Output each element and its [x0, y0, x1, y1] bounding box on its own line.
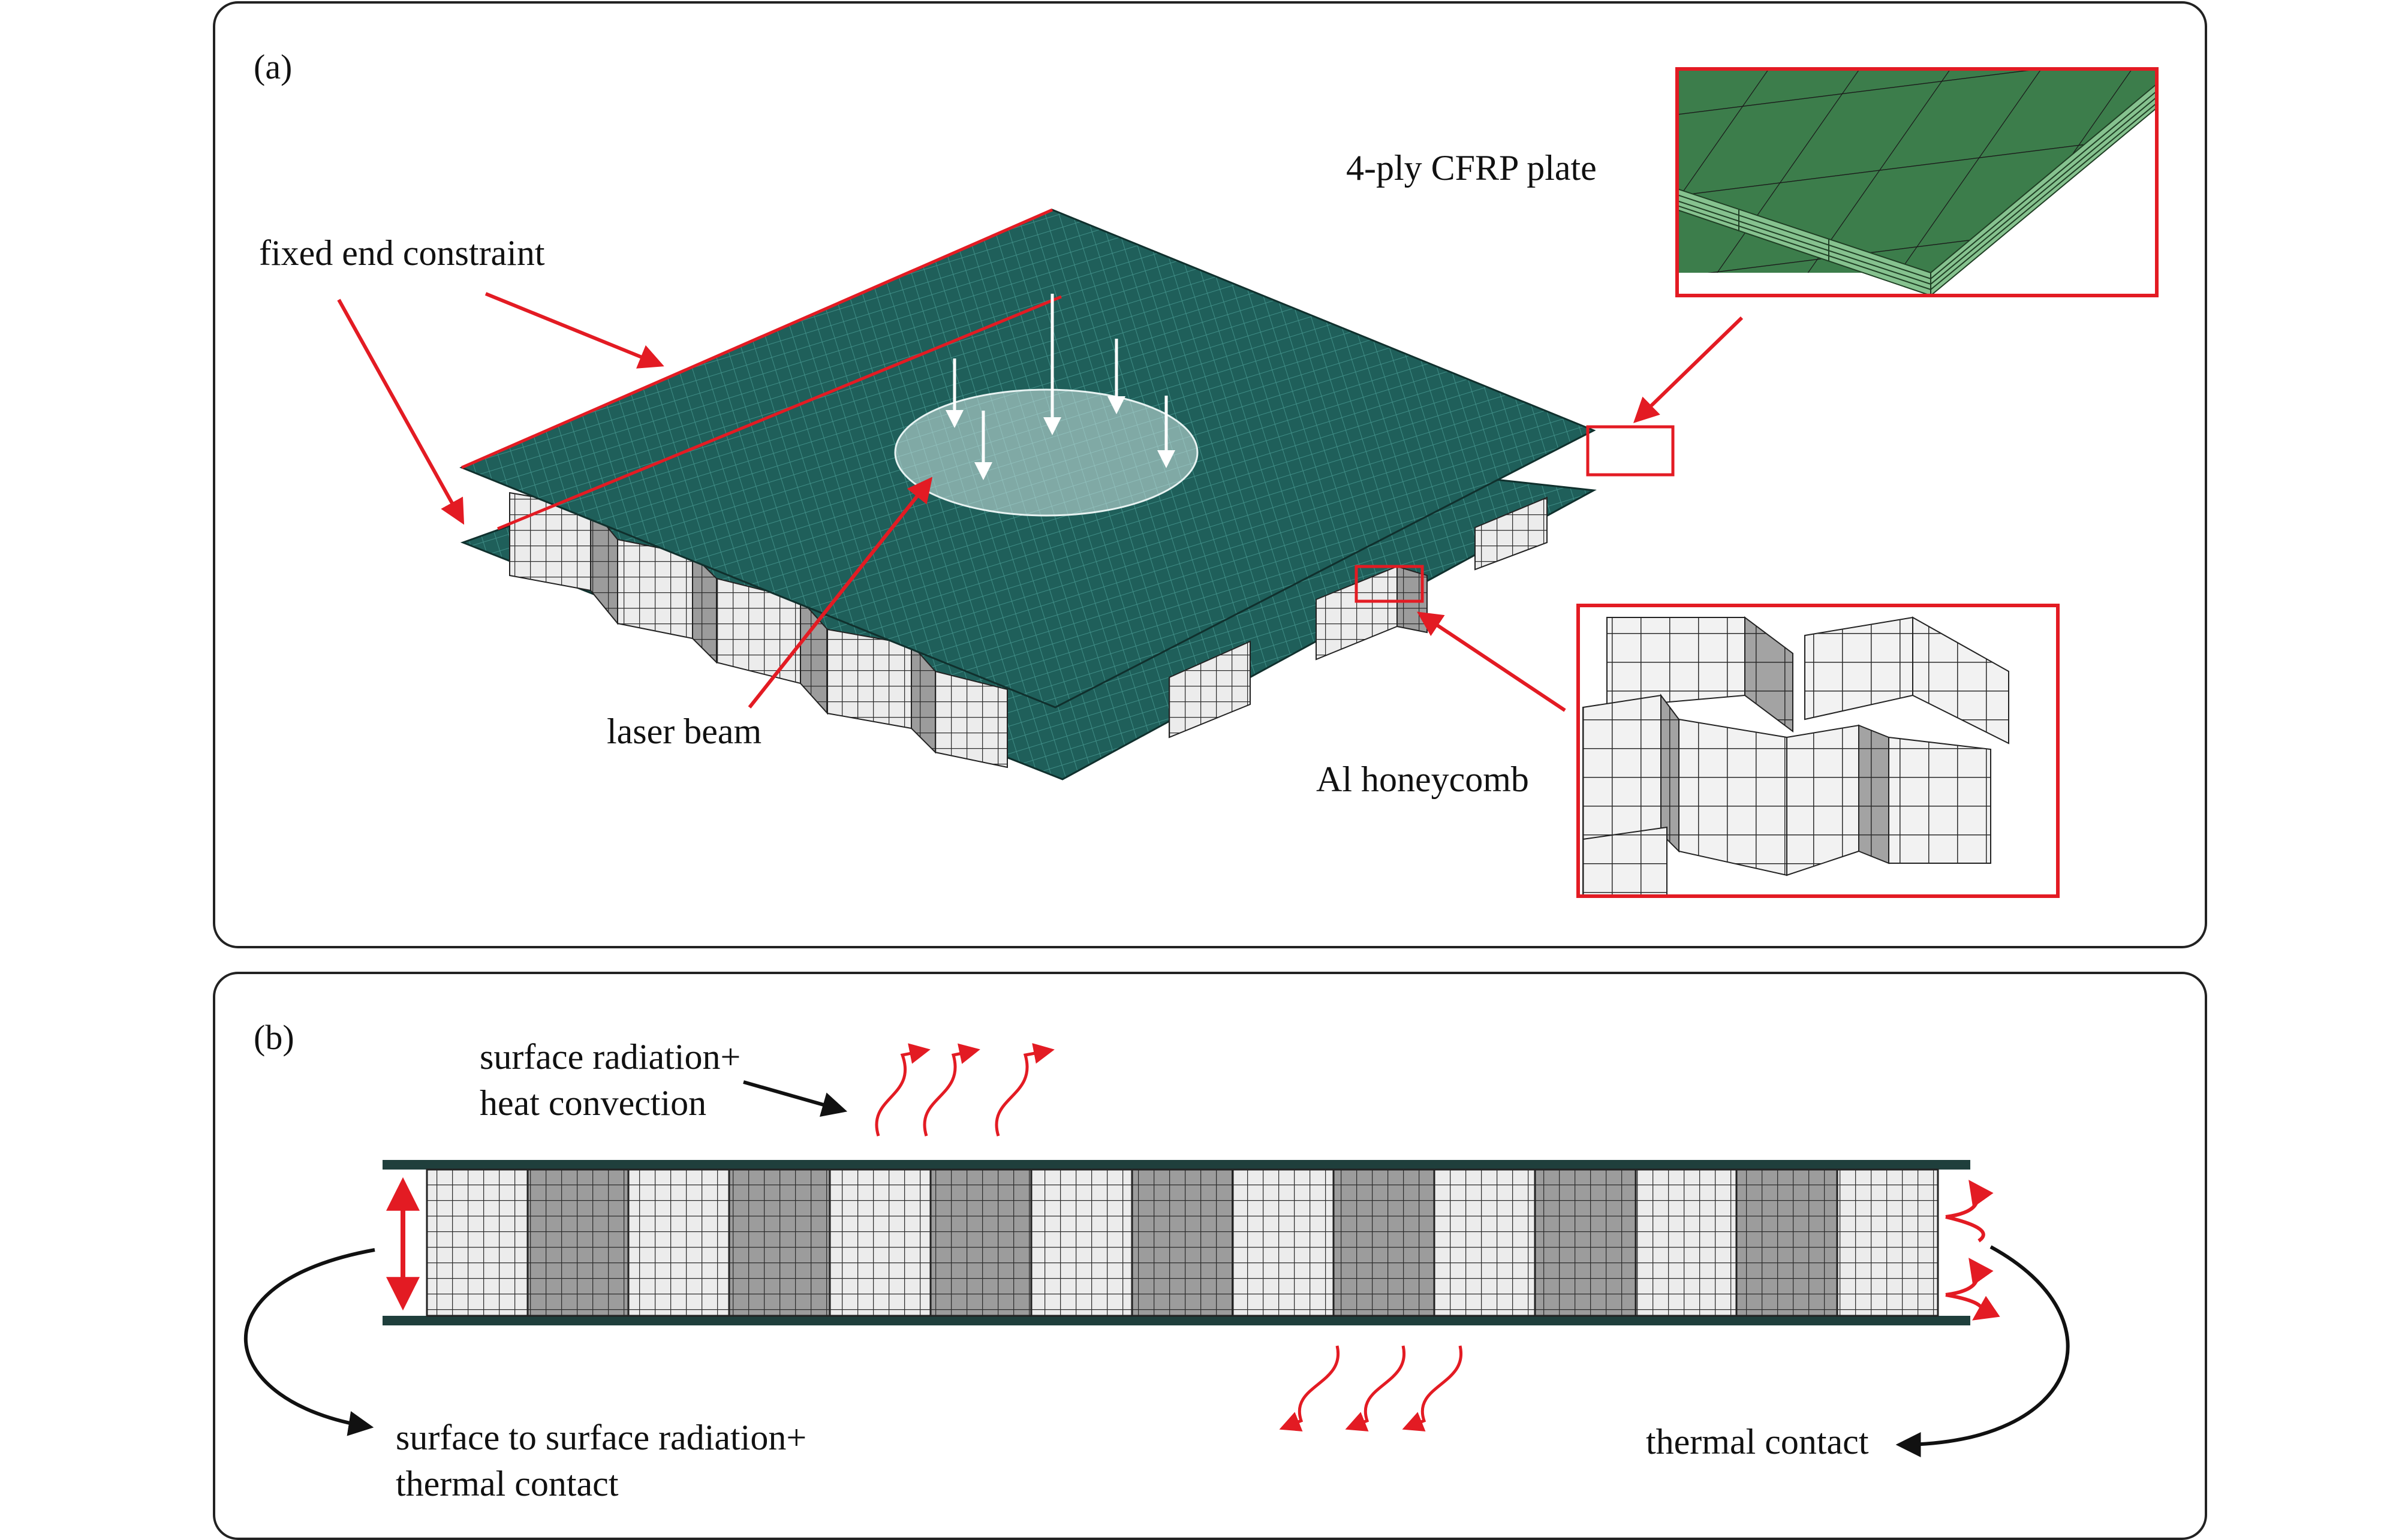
contact-arrows [1945, 1180, 2000, 1321]
section-cell-band [426, 1168, 529, 1317]
section-cell-band [929, 1168, 1033, 1317]
honeycomb-label: Al honeycomb [1316, 760, 1529, 799]
panel-a-frame [213, 1, 2207, 948]
section-cell-band [526, 1168, 630, 1317]
honeycomb-detail-box [1354, 565, 1424, 603]
cfrp-plate-label: 4-ply CFRP plate [1346, 148, 1597, 188]
fixed-edge-line-top [460, 208, 1054, 469]
section-cell-band [1635, 1168, 1738, 1317]
panel-a-leader-arrows [337, 292, 1744, 712]
fixed-end-label: fixed end constraint [259, 233, 545, 273]
laser-beam-label: laser beam [607, 712, 761, 751]
section-cell-band [1030, 1168, 1133, 1317]
honeycomb-zoom-inset [1576, 604, 2060, 898]
top-label-line1: surface radiation+ [480, 1037, 741, 1077]
honeycomb-core [509, 492, 1548, 769]
s2s-label-line1: surface to surface radiation+ [396, 1418, 806, 1457]
radiation-arrows-top [875, 1043, 1055, 1137]
fixed-edge-line-mid [497, 295, 1062, 531]
section-cell-band [1433, 1168, 1536, 1317]
panel-b-tag: (b) [254, 1018, 294, 1057]
section-cell-band [1735, 1168, 1838, 1317]
thermal-contact-label: thermal contact [1646, 1422, 1869, 1461]
section-cell-band [1332, 1168, 1435, 1317]
cfrp-detail-box [1586, 425, 1675, 477]
section-cell-band [728, 1168, 831, 1317]
laser-arrows [946, 294, 1175, 480]
top-label-line2: heat convection [480, 1083, 706, 1123]
section-cell-band [627, 1168, 730, 1317]
section-cell-band [829, 1168, 932, 1317]
section-cell-band [1232, 1168, 1335, 1317]
section-cell-band [1534, 1168, 1637, 1317]
panel-b-frame [213, 972, 2207, 1540]
laser-spot [894, 388, 1199, 517]
panel-a-tag: (a) [254, 47, 292, 86]
radiation-arrows-bottom [1279, 1345, 1463, 1431]
cfrp-zoom-inset [1675, 67, 2159, 297]
section-cell-band [1836, 1168, 1939, 1317]
s2s-label-line2: thermal contact [396, 1464, 619, 1503]
section-cell-band [1131, 1168, 1234, 1317]
panel-b-leader-arrows [244, 1080, 2070, 1457]
cross-section [383, 1160, 1970, 1325]
